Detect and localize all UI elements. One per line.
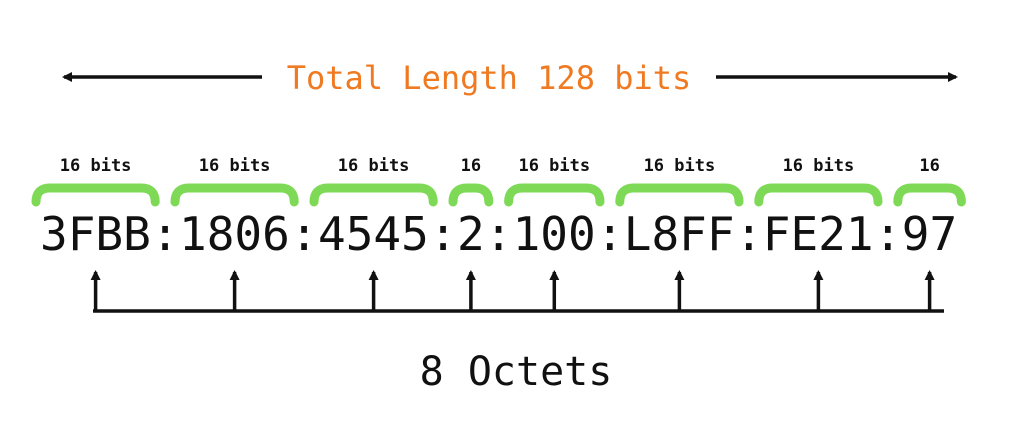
segment-bracket bbox=[170, 183, 299, 207]
octets-label: 8 Octets bbox=[420, 349, 613, 395]
address-segment: 97 bbox=[902, 207, 957, 261]
segment-bracket bbox=[504, 183, 605, 207]
bits-label: 16 bits bbox=[783, 156, 855, 176]
bits-label: 16 bits bbox=[199, 156, 271, 176]
address-segment: 100 bbox=[513, 207, 596, 261]
bits-label: 16 bits bbox=[60, 156, 132, 176]
bits-label: 16 bits bbox=[338, 156, 410, 176]
segment-separator: : bbox=[596, 207, 624, 261]
segment-separator: : bbox=[429, 207, 457, 261]
segment-separator: : bbox=[290, 207, 318, 261]
segment-bracket bbox=[31, 183, 160, 207]
segment-separator: : bbox=[735, 207, 763, 261]
bits-label: 16 bbox=[919, 156, 939, 176]
octet-connector bbox=[90, 270, 944, 313]
address-segment: FE21 bbox=[763, 207, 874, 261]
segment-separator: : bbox=[151, 207, 179, 261]
segment-separator: : bbox=[485, 207, 513, 261]
segment-bracket bbox=[754, 183, 883, 207]
segment-bracket bbox=[309, 183, 438, 207]
address-segment: 1806 bbox=[179, 207, 290, 261]
bits-label: 16 bits bbox=[518, 156, 590, 176]
segment-bracket bbox=[893, 183, 966, 207]
address-segment: L8FF bbox=[624, 207, 735, 261]
segment-separator: : bbox=[874, 207, 902, 261]
segment-bracket bbox=[448, 183, 494, 207]
address-segment: 3FBB bbox=[40, 207, 151, 261]
bits-label: 16 bits bbox=[644, 156, 716, 176]
total-length-title: Total Length 128 bits bbox=[287, 59, 692, 97]
address-segment: 2 bbox=[457, 207, 485, 261]
bits-label: 16 bbox=[461, 156, 481, 176]
segment-bracket bbox=[615, 183, 744, 207]
address-segment: 4545 bbox=[318, 207, 429, 261]
